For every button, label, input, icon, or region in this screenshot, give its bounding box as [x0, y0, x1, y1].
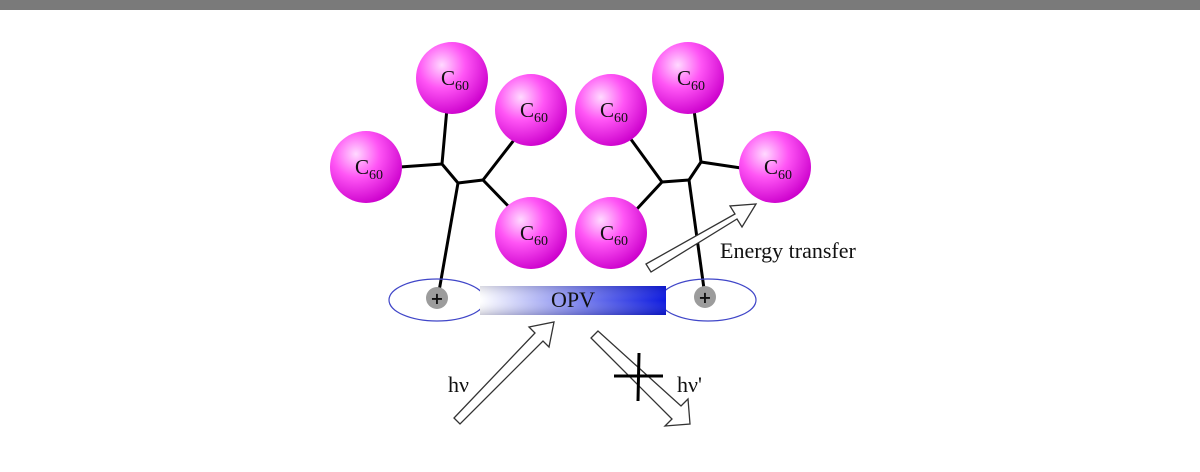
bond-lines [398, 106, 743, 299]
bond-line [660, 178, 691, 184]
c60-sphere: C60 [330, 131, 402, 203]
bond-line [481, 138, 516, 182]
c60-ball [739, 131, 811, 203]
c60-label: C60 [764, 155, 792, 183]
c60-ball [652, 42, 724, 114]
bond-line [699, 160, 743, 170]
bond-line [440, 162, 460, 185]
positive-charge: + [426, 287, 448, 309]
c60-label: C60 [355, 155, 383, 183]
c60-ball [575, 74, 647, 146]
c60-sphere: C60 [575, 197, 647, 269]
bond-line [687, 160, 703, 182]
positive-charge: + [694, 286, 716, 308]
c60-sphere: C60 [575, 74, 647, 146]
c60-sphere: C60 [495, 74, 567, 146]
energy-transfer-label: Energy transfer [720, 238, 856, 263]
top-bar [0, 0, 1200, 10]
c60-ball [495, 74, 567, 146]
c60-sphere: C60 [416, 42, 488, 114]
plus-sign: + [430, 289, 443, 308]
c60-label: C60 [441, 66, 469, 94]
emission-arrow [590, 330, 691, 427]
plus-sign: + [698, 288, 711, 307]
c60-sphere: C60 [739, 131, 811, 203]
opv-shade [480, 286, 666, 315]
charge-circle [694, 286, 716, 308]
fullerene-group: C60 C60 C60 C60 C60 C60 [330, 42, 811, 269]
blocked-cross-icon [614, 352, 663, 402]
c60-label: C60 [520, 98, 548, 126]
bond-line [436, 181, 460, 299]
c60-ball [575, 197, 647, 269]
c60-label: C60 [677, 66, 705, 94]
c60-label: C60 [520, 221, 548, 249]
c60-ball [416, 42, 488, 114]
c60-sphere: C60 [495, 197, 567, 269]
bond-line [692, 108, 703, 164]
arrow-group [453, 203, 758, 427]
excitation-arrow [453, 321, 555, 425]
c60-label: C60 [600, 221, 628, 249]
bond-line [481, 178, 514, 212]
charge-circle [426, 287, 448, 309]
c60-ball [330, 131, 402, 203]
c60-ball [495, 197, 567, 269]
cross-line [636, 352, 641, 402]
bond-line [628, 136, 664, 184]
bond-line [440, 106, 449, 166]
opv-bar: OPV [480, 286, 666, 315]
c60-sphere: C60 [652, 42, 724, 114]
excitation-label: hν [448, 372, 469, 397]
opv-label: OPV [551, 287, 595, 312]
bond-line [456, 178, 485, 185]
bond-line [634, 180, 664, 212]
bond-line [398, 162, 444, 169]
emission-label: hν' [677, 372, 702, 397]
energy-transfer-arrow [645, 203, 758, 273]
c60-label: C60 [600, 98, 628, 126]
